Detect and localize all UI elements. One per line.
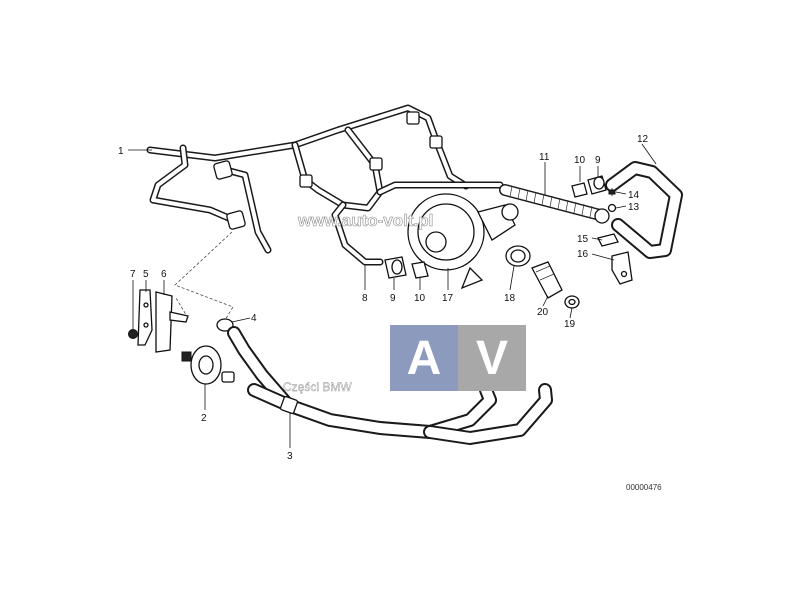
coupling-1d	[369, 157, 383, 171]
part-7-nut	[128, 329, 138, 339]
watermark-url: www.auto-volt.pl	[297, 211, 433, 230]
part-18-adapter	[505, 245, 531, 267]
callout-10-lower: 10	[414, 293, 426, 304]
coupling-1e	[429, 135, 443, 149]
callout-13: 13	[628, 202, 640, 213]
callout-1: 1	[118, 146, 124, 157]
callout-14: 14	[628, 190, 640, 201]
part-2-vacuum-diaphragm	[181, 345, 235, 385]
callout-19: 19	[564, 319, 576, 330]
part-4-nut	[216, 318, 234, 332]
part-11-braided-hose	[499, 184, 610, 224]
coupling-1b	[226, 210, 246, 230]
watermark-logo: A V	[390, 325, 526, 391]
callout-12: 12	[637, 134, 649, 145]
watermark-logo-a-box	[390, 325, 458, 391]
hose-end-fitting	[594, 208, 610, 224]
part-9-lower-grommet	[384, 256, 407, 279]
part-1-vacuum-line-assembly	[146, 104, 504, 266]
part-10-lower-cap	[411, 261, 429, 279]
watermark-caption: Części BMW	[283, 380, 352, 394]
part-6-bracket	[155, 291, 189, 353]
part-3-y-hose	[227, 326, 553, 445]
watermark-logo-letter-v: V	[476, 332, 508, 385]
part-9-upper-grommet	[587, 175, 607, 195]
coupling-1f	[406, 111, 420, 125]
callout-4: 4	[251, 313, 257, 324]
coupling-1a	[213, 160, 233, 180]
callout-3: 3	[287, 451, 293, 462]
callout-9-lower: 9	[390, 293, 396, 304]
callout-2: 2	[201, 413, 207, 424]
watermark-logo-v-box	[458, 325, 526, 391]
callout-16: 16	[577, 249, 589, 260]
part-20-connector	[531, 261, 563, 299]
callout-10-upper: 10	[574, 155, 586, 166]
part-10-upper-cap	[571, 182, 588, 198]
callout-5: 5	[143, 269, 149, 280]
part-16-bracket	[611, 251, 633, 285]
callout-18: 18	[504, 293, 516, 304]
part-13-screw	[607, 203, 617, 213]
callout-8: 8	[362, 293, 368, 304]
coupling-1c	[299, 174, 313, 188]
callout-numbers: 1 2 3 4 5 6 7 8 9 10 17 18 20 19 11 12 1…	[118, 134, 649, 462]
callout-7: 7	[130, 269, 136, 280]
callout-leader-lines	[128, 143, 657, 448]
part-14-screw	[608, 188, 616, 196]
part-5-bracket	[137, 289, 153, 346]
part-12-bent-hose	[605, 161, 683, 259]
callout-20: 20	[537, 307, 549, 318]
callout-9-upper: 9	[595, 155, 601, 166]
watermark-logo-letter-a: A	[407, 332, 442, 385]
part-19-ring	[564, 295, 580, 309]
callout-17: 17	[442, 293, 454, 304]
callout-6: 6	[161, 269, 167, 280]
diagram-number: 00000476	[626, 483, 662, 492]
part-15-clip	[597, 233, 619, 247]
assembly-dashed-lines	[174, 231, 234, 321]
callout-11: 11	[539, 152, 550, 163]
callout-15: 15	[577, 234, 589, 245]
part-17-vacuum-unit	[407, 193, 519, 290]
